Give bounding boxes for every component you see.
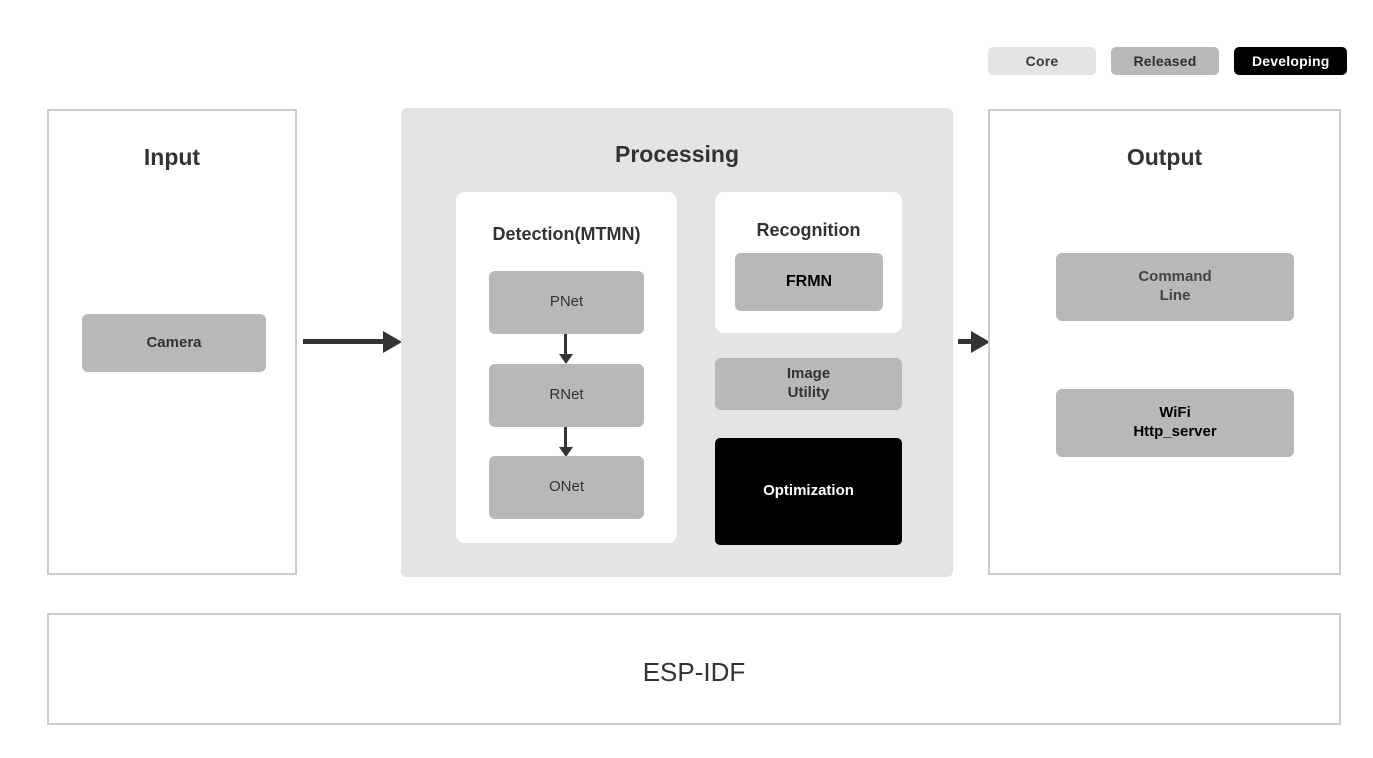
node-onet[interactable]: ONet [489, 456, 644, 519]
legend-chip-released[interactable]: Released [1111, 47, 1219, 75]
panel-processing: Processing Detection(MTMN) PNet RNet ONe… [401, 108, 953, 577]
card-recognition: Recognition FRMN [715, 192, 902, 333]
node-frmn[interactable]: FRMN [735, 253, 883, 311]
panel-output: Output Command Line WiFi Http_server [988, 109, 1341, 575]
panel-esp-idf: ESP-IDF [47, 613, 1341, 725]
panel-input-title: Input [143, 144, 201, 170]
card-detection-title: Detection(MTMN) [492, 224, 641, 244]
legend: Core Released Developing [988, 47, 1348, 75]
node-command-line[interactable]: Command Line [1056, 253, 1294, 321]
panel-processing-title: Processing [615, 141, 739, 167]
card-detection: Detection(MTMN) PNet RNet ONet [456, 192, 677, 543]
arrow-processing-to-output-icon [958, 339, 971, 344]
node-rnet[interactable]: RNet [489, 364, 644, 427]
arrow-input-to-processing-icon [303, 339, 383, 344]
node-optimization[interactable]: Optimization [715, 438, 902, 545]
node-wifi-http-server[interactable]: WiFi Http_server [1056, 389, 1294, 457]
panel-output-title: Output [1126, 144, 1203, 170]
card-recognition-title: Recognition [756, 220, 861, 240]
legend-chip-core[interactable]: Core [988, 47, 1096, 75]
node-camera[interactable]: Camera [82, 314, 266, 372]
panel-input: Input Camera [47, 109, 297, 575]
arrow-rnet-to-onet-icon [564, 427, 567, 448]
esp-idf-label: ESP-IDF [642, 657, 746, 687]
node-image-utility[interactable]: Image Utility [715, 358, 902, 410]
legend-chip-developing[interactable]: Developing [1234, 47, 1348, 75]
arrow-pnet-to-rnet-icon [564, 334, 567, 355]
node-pnet[interactable]: PNet [489, 271, 644, 334]
